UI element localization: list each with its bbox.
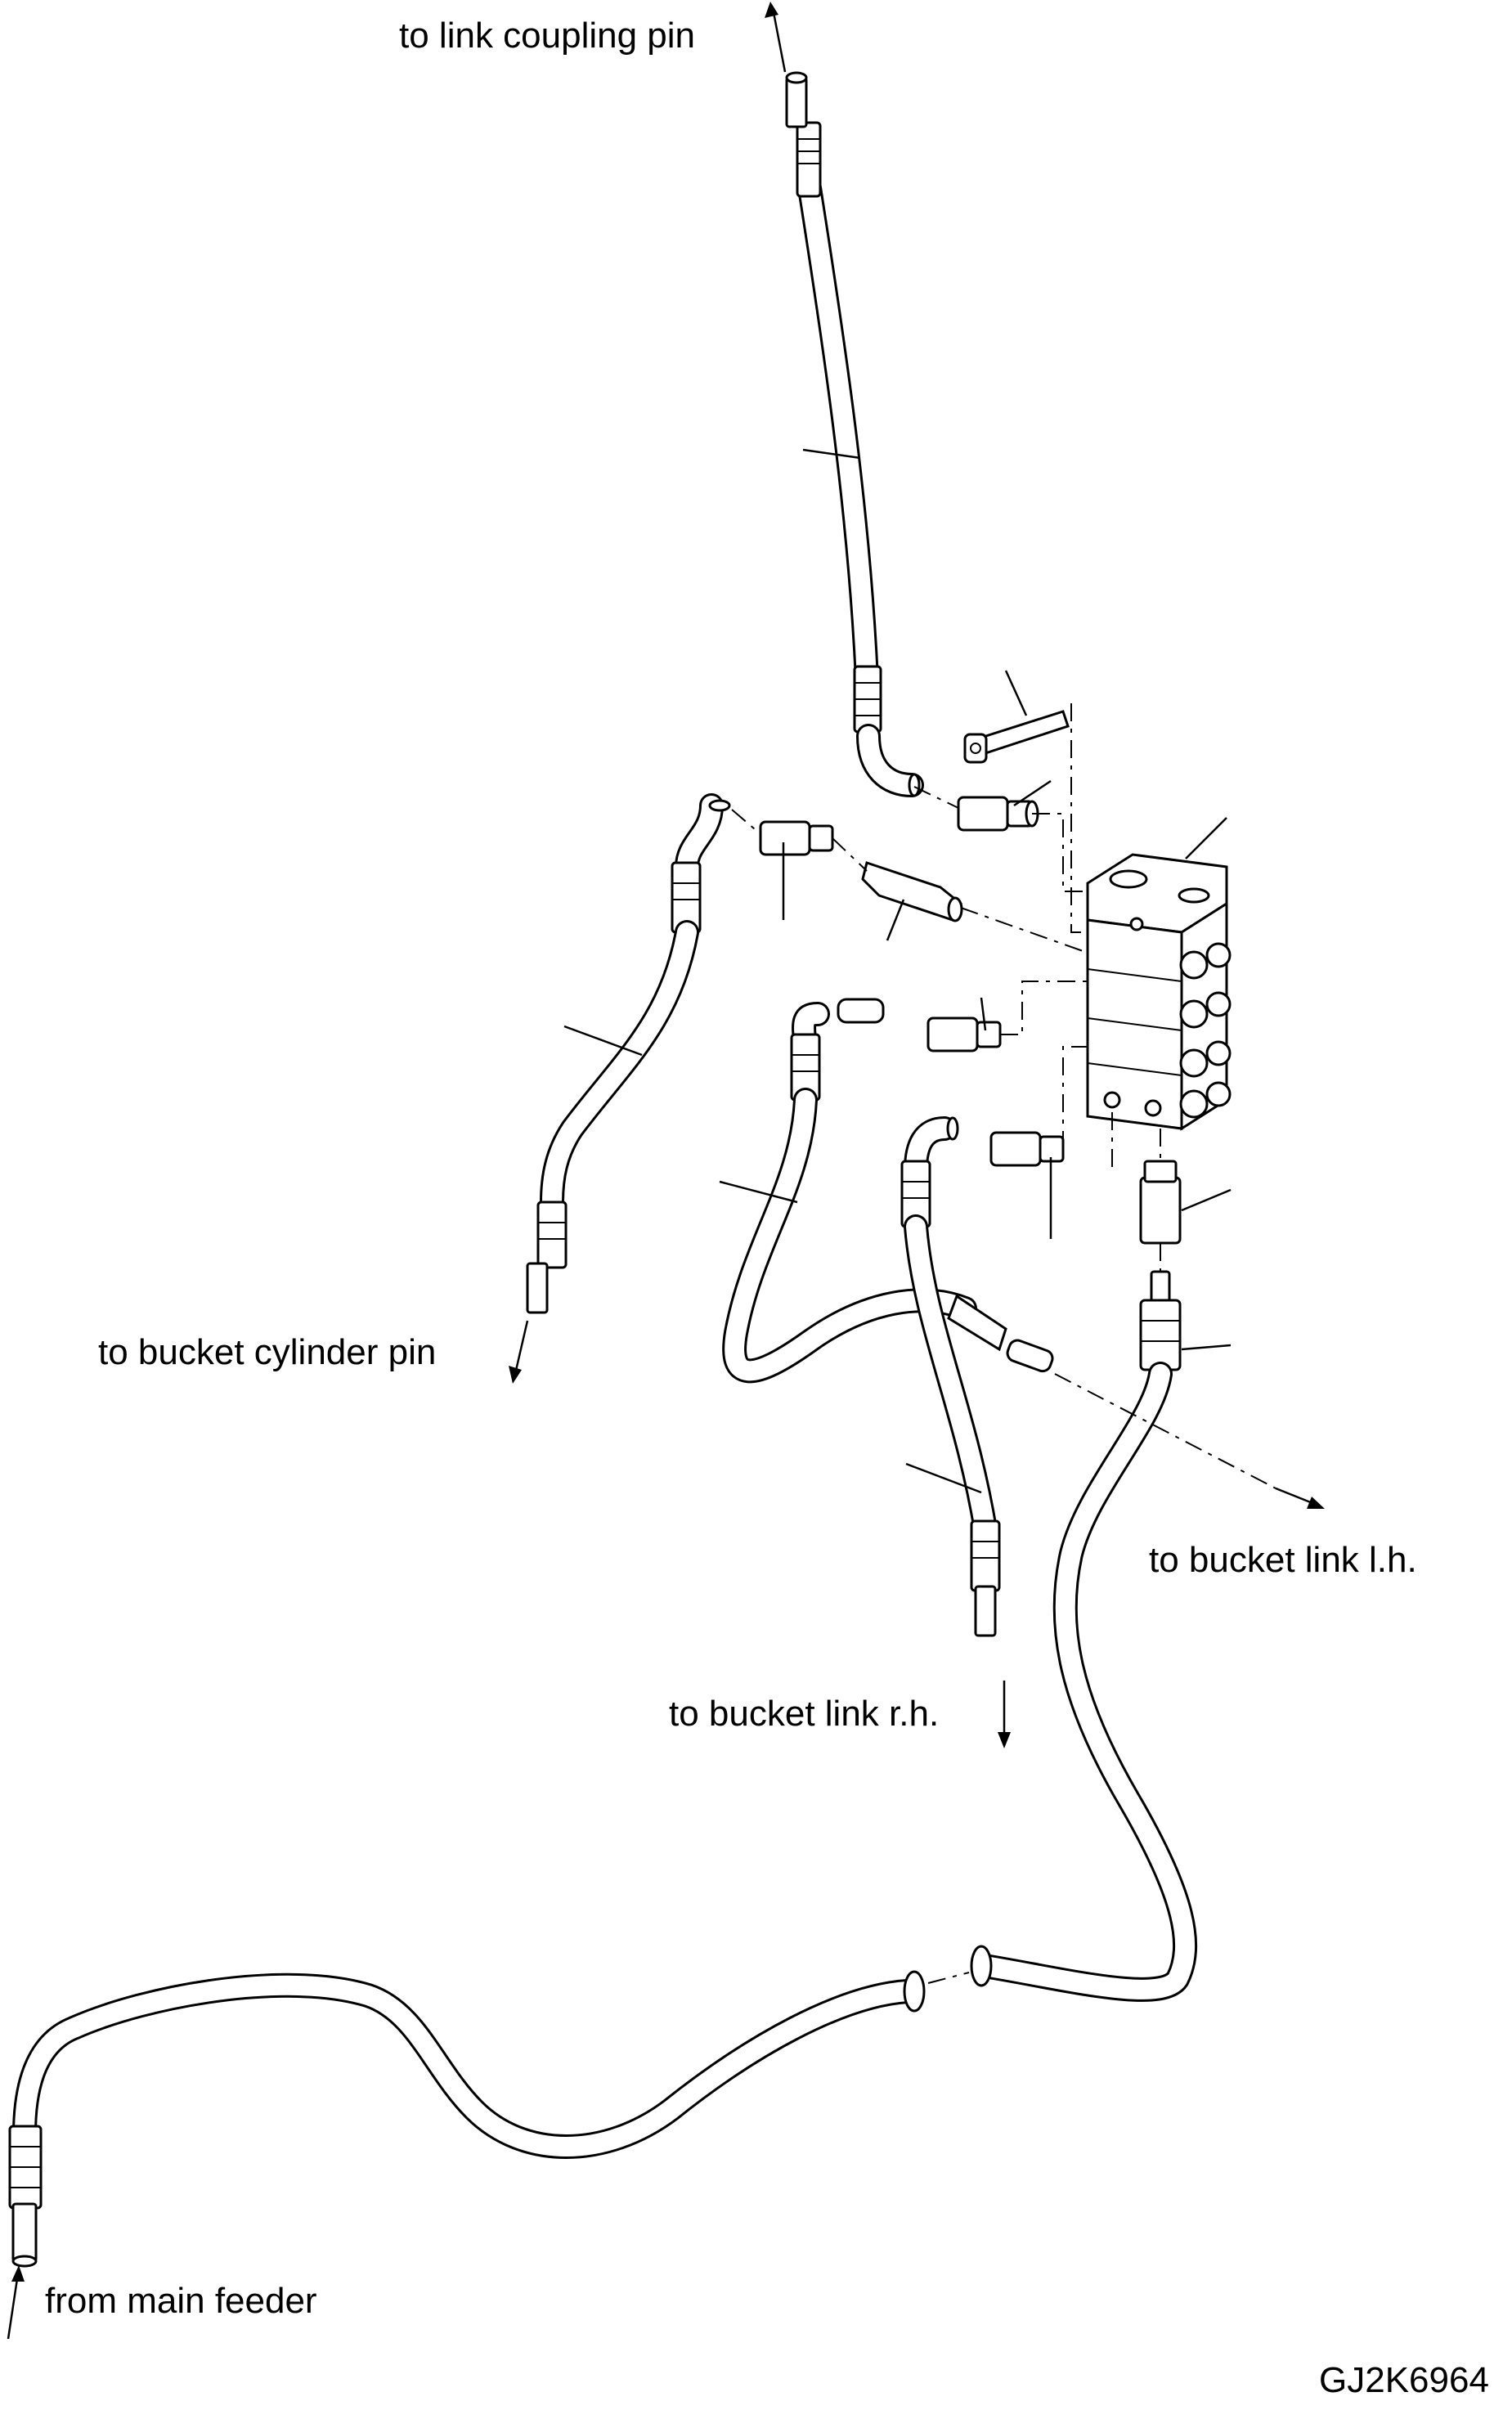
connector-bottom-block <box>1139 1160 1182 1306</box>
mounting-bolt <box>963 710 1070 764</box>
arrow-down-icon <box>998 1732 1011 1748</box>
label-main-feeder: from main feeder <box>45 2281 317 2321</box>
hose-main-feeder <box>8 1299 1198 2268</box>
drawing-code: GJ2K6964 <box>1319 2360 1489 2400</box>
label-link-coupling: to link coupling pin <box>399 16 695 56</box>
leader-lines <box>563 448 1232 1494</box>
hose-link-coupling <box>785 71 924 797</box>
connector-hexbody <box>861 861 963 922</box>
connector-upper <box>957 796 1039 832</box>
hose-bucket-cylinder <box>526 793 731 1314</box>
arrow-down-icon <box>509 1366 522 1384</box>
label-bucket-cylinder: to bucket cylinder pin <box>98 1332 436 1372</box>
hose-bucket-link-lh <box>722 998 1054 1384</box>
flow-arrows <box>7 2 1325 2340</box>
arrow-up-icon <box>11 2265 25 2282</box>
label-bucket-link-lh: to bucket link l.h. <box>1149 1540 1417 1580</box>
arrow-right-icon <box>1307 1497 1325 1509</box>
divider-valve-block <box>1086 853 1232 1131</box>
arrow-up-icon <box>765 2 778 18</box>
label-bucket-link-rh: to bucket link r.h. <box>669 1694 939 1734</box>
assembly-lines <box>731 703 1276 1984</box>
connector-low <box>989 1131 1065 1167</box>
connector-mid <box>926 1017 1002 1052</box>
hose-bucket-link-rh <box>900 1116 1001 1637</box>
connector-tee <box>759 820 834 856</box>
